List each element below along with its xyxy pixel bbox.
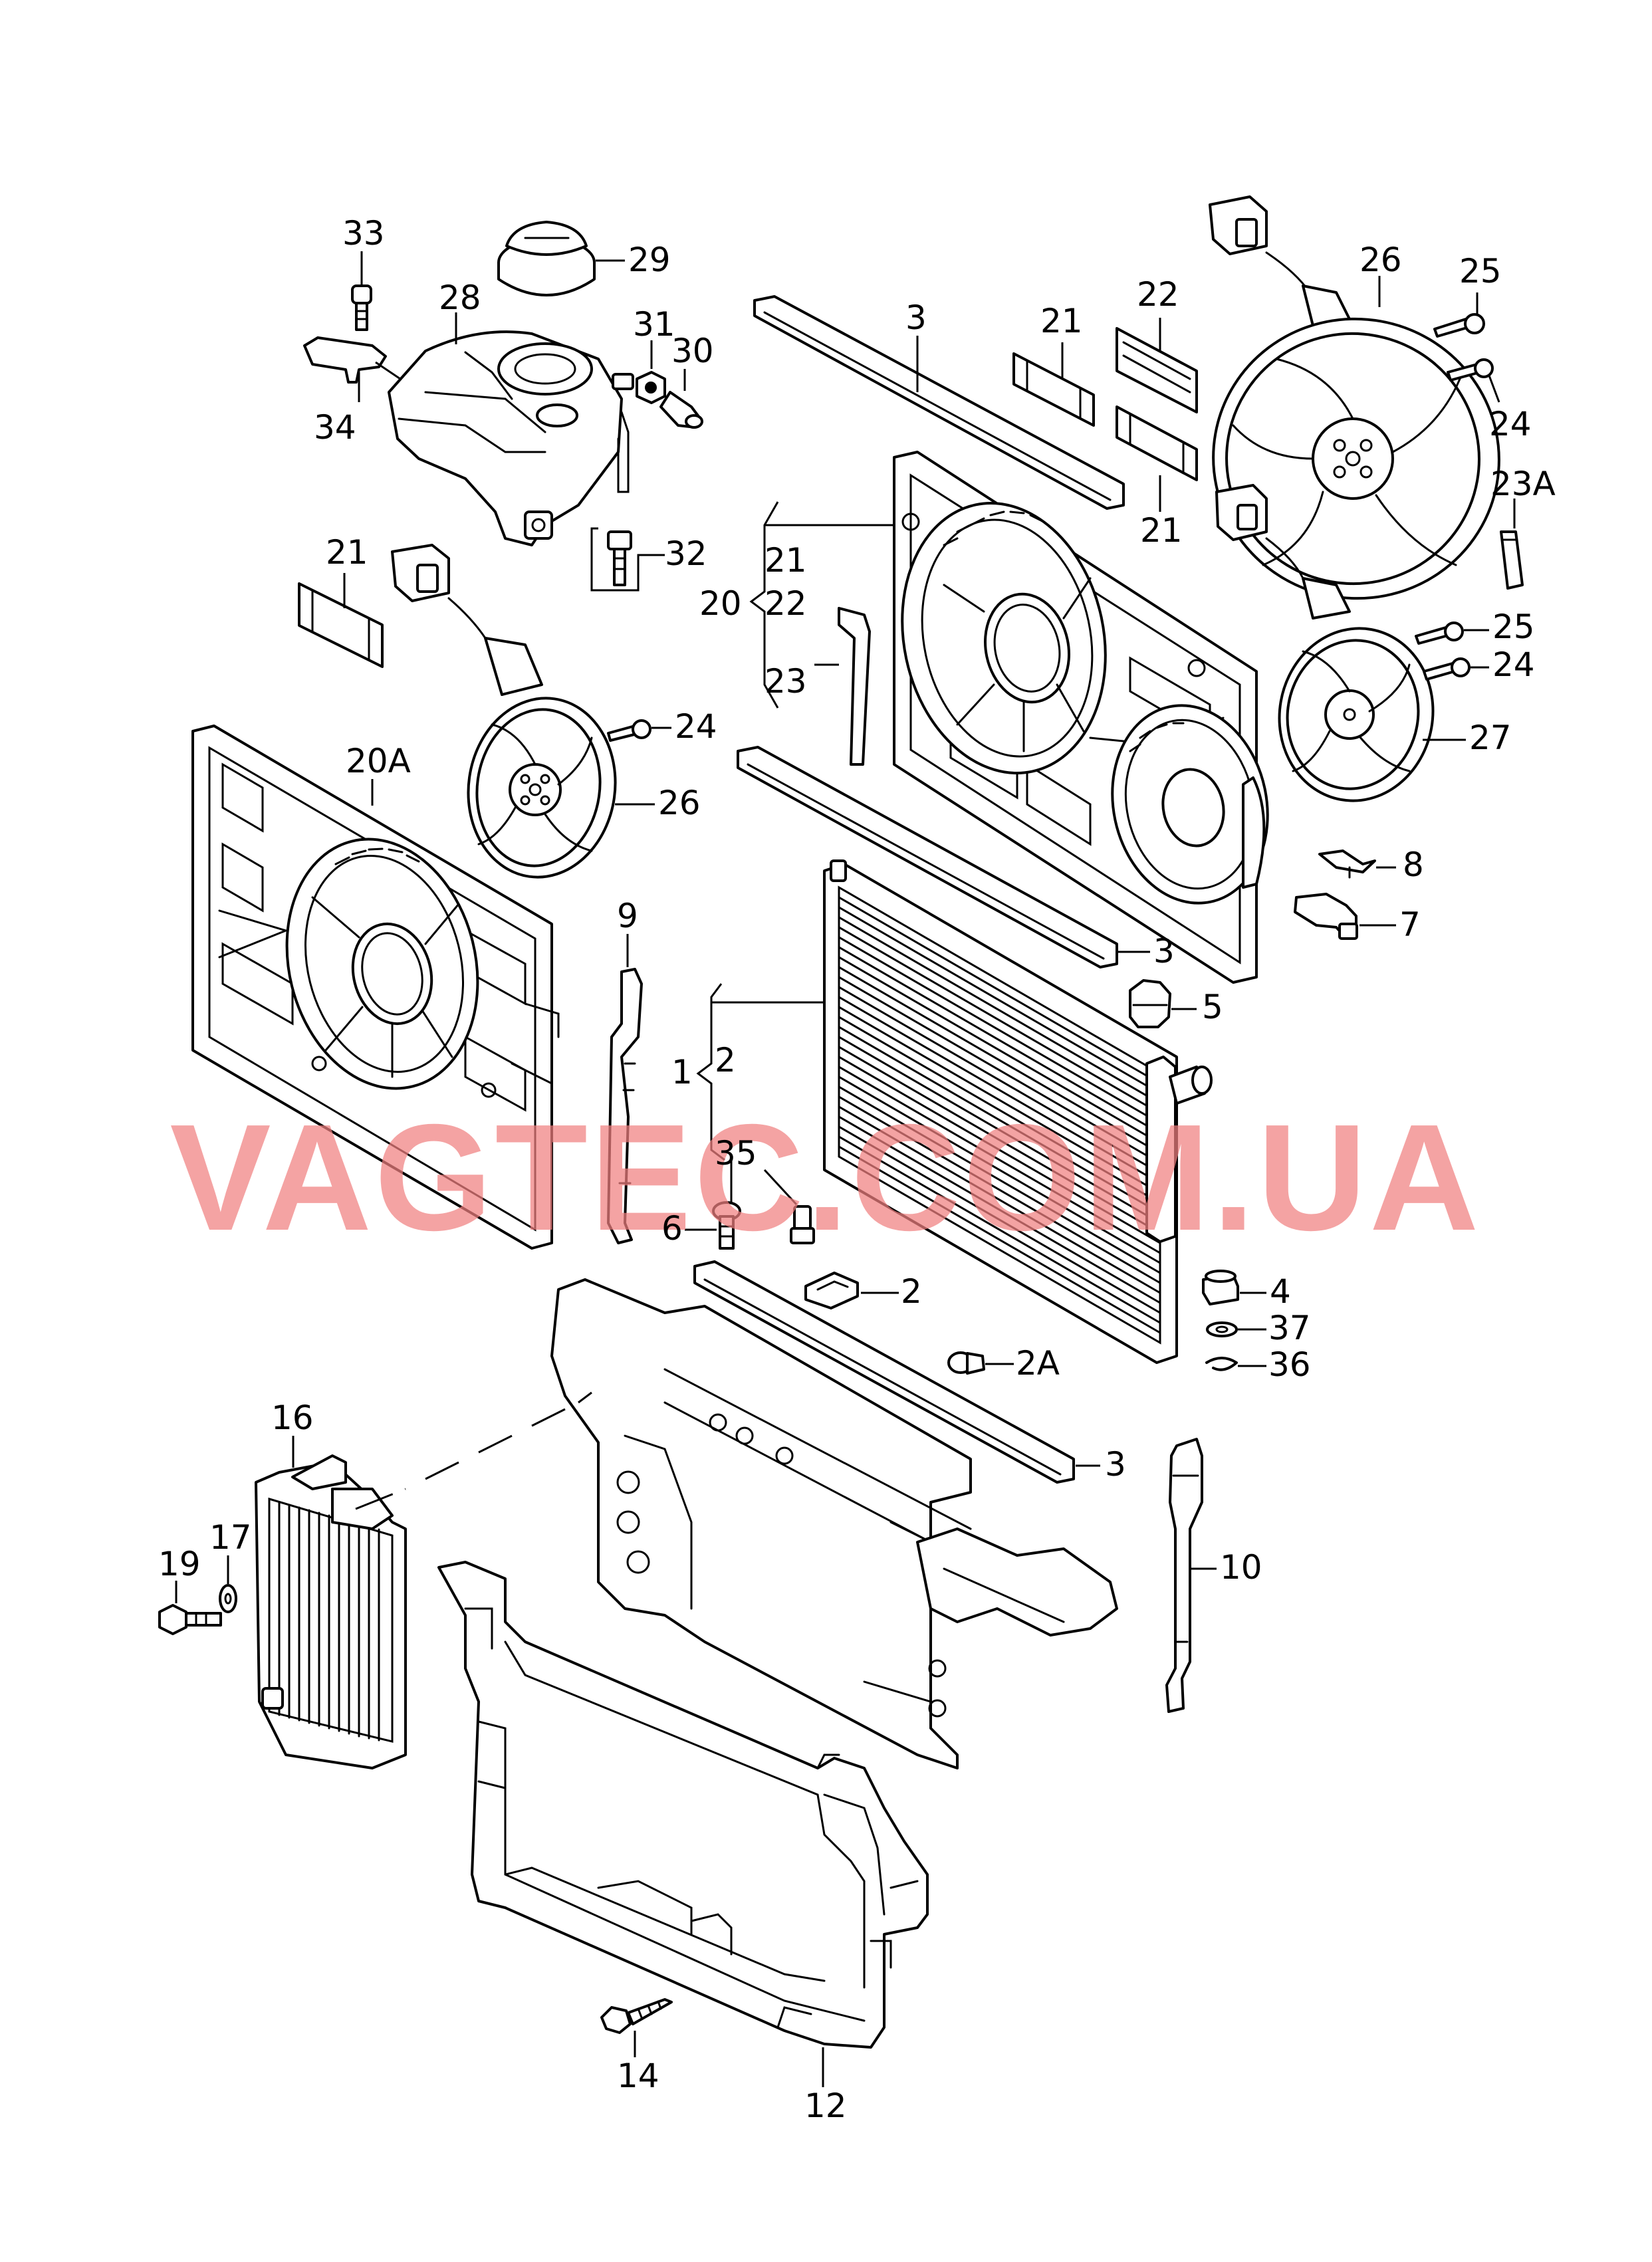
bracket-20 [749, 501, 894, 709]
auxiliary-radiator-16 [255, 1391, 592, 1769]
callout-24-a: 24 [1489, 405, 1532, 443]
callout-21-mid: 21 [1140, 511, 1183, 550]
callout-5: 5 [1202, 988, 1223, 1026]
callout-2-bracket: 2 [715, 1041, 736, 1079]
watermark-text: VAGTEC.COM.UA [170, 1093, 1481, 1262]
air-duct-12 [437, 1561, 929, 2087]
callout-29: 29 [628, 241, 671, 279]
callout-21-left: 21 [326, 533, 368, 572]
foam-strip-23 [814, 607, 871, 766]
bracket-7 [1294, 893, 1396, 940]
callout-3-low: 3 [1105, 1445, 1126, 1484]
callout-6: 6 [661, 1209, 683, 1248]
callout-14: 14 [617, 2057, 659, 2095]
callout-3-mid: 3 [1153, 932, 1175, 970]
callout-31: 31 [633, 305, 675, 344]
fan-motor-26-right [1209, 195, 1500, 600]
callout-22-bracket: 22 [765, 584, 807, 623]
callout-23A: 23A [1490, 465, 1556, 503]
clip-8 [1318, 849, 1396, 879]
washer-17 [219, 1555, 237, 1613]
bolt-24-left [607, 719, 671, 742]
callout-20A: 20A [346, 742, 411, 780]
seal-strip-21-top [1012, 342, 1095, 427]
air-guide-strip-3-top [753, 295, 1125, 510]
self-tapping-screw-14 [600, 1998, 673, 2057]
callout-21-top: 21 [1040, 302, 1083, 340]
callout-28: 28 [439, 279, 481, 317]
bolt-35 [763, 1169, 815, 1244]
callout-30: 30 [671, 332, 714, 370]
expansion-tank-group [303, 221, 703, 592]
callout-2A: 2A [1016, 1344, 1060, 1383]
callout-22-top: 22 [1137, 275, 1179, 314]
foam-pad-23A [1500, 499, 1524, 590]
seal-strip-21-left [298, 573, 384, 668]
rubber-bush-4 [1202, 1270, 1266, 1305]
callout-25-b: 25 [1492, 608, 1535, 646]
lock-carrier [550, 1278, 1118, 1769]
nut-31 [612, 371, 666, 404]
callout-27: 27 [1469, 719, 1512, 757]
bolt-24-a [1447, 358, 1500, 403]
grommet-2A [947, 1351, 1014, 1375]
callout-16: 16 [271, 1399, 314, 1437]
filler-cap-29 [497, 221, 596, 296]
callout-9: 9 [617, 897, 638, 935]
circlip-36 [1205, 1357, 1266, 1371]
fan-motor-27 [1215, 484, 1435, 802]
callout-3-top: 3 [905, 298, 927, 337]
callout-10: 10 [1220, 1548, 1262, 1587]
mount-clip-2 [804, 1272, 899, 1309]
expansion-tank-28 [388, 330, 630, 546]
callout-24-b: 24 [1492, 645, 1535, 684]
callout-26-left: 26 [658, 784, 701, 822]
side-air-guide-10 [1165, 1438, 1217, 1713]
callout-8: 8 [1403, 846, 1424, 884]
bolt-33 [351, 284, 372, 331]
callout-24-left: 24 [675, 707, 717, 746]
callout-34: 34 [314, 408, 356, 447]
callout-20: 20 [699, 584, 742, 623]
bolt-32 [607, 530, 632, 586]
callout-2: 2 [901, 1272, 922, 1311]
callout-37: 37 [1268, 1309, 1311, 1347]
bolt-25-b [1415, 622, 1489, 645]
fitting-30 [659, 391, 703, 429]
callout-7: 7 [1399, 905, 1421, 944]
bolt-25-a [1433, 292, 1485, 338]
callout-25-a: 25 [1459, 252, 1502, 290]
callout-4: 4 [1270, 1272, 1291, 1311]
air-guide-strip-3-mid [737, 746, 1150, 968]
callout-19: 19 [158, 1545, 201, 1583]
callout-21-bracket: 21 [765, 541, 807, 580]
bolt-24-b [1423, 657, 1489, 681]
seal-strip-22-top [1116, 318, 1198, 413]
callout-33: 33 [342, 214, 385, 253]
callout-12: 12 [804, 2087, 847, 2125]
bolt-19 [158, 1581, 222, 1635]
seal-strip-21-mid [1116, 405, 1198, 512]
fan-shroud-20A [191, 725, 560, 1250]
washer-37 [1206, 1321, 1266, 1337]
air-guide-strip-3-low [693, 1260, 1100, 1484]
callout-26-right: 26 [1359, 241, 1402, 279]
side-air-guide-9 [607, 934, 643, 1244]
bolt-6 [685, 1160, 741, 1250]
fan-motor-26-left [391, 544, 617, 879]
callout-1: 1 [671, 1053, 693, 1091]
callout-17: 17 [209, 1518, 252, 1557]
callout-32: 32 [665, 534, 707, 573]
callout-35: 35 [715, 1134, 757, 1173]
rubber-mount-5 [1129, 979, 1197, 1028]
callout-36: 36 [1268, 1345, 1311, 1384]
callout-23: 23 [765, 662, 807, 701]
bracket-34 [303, 336, 387, 384]
callout-labels: 33 29 28 31 30 34 32 3 21 22 21 26 25 24… [158, 214, 1556, 2125]
condenser-1 [823, 859, 1213, 1364]
fan-shroud-20 [893, 451, 1269, 984]
